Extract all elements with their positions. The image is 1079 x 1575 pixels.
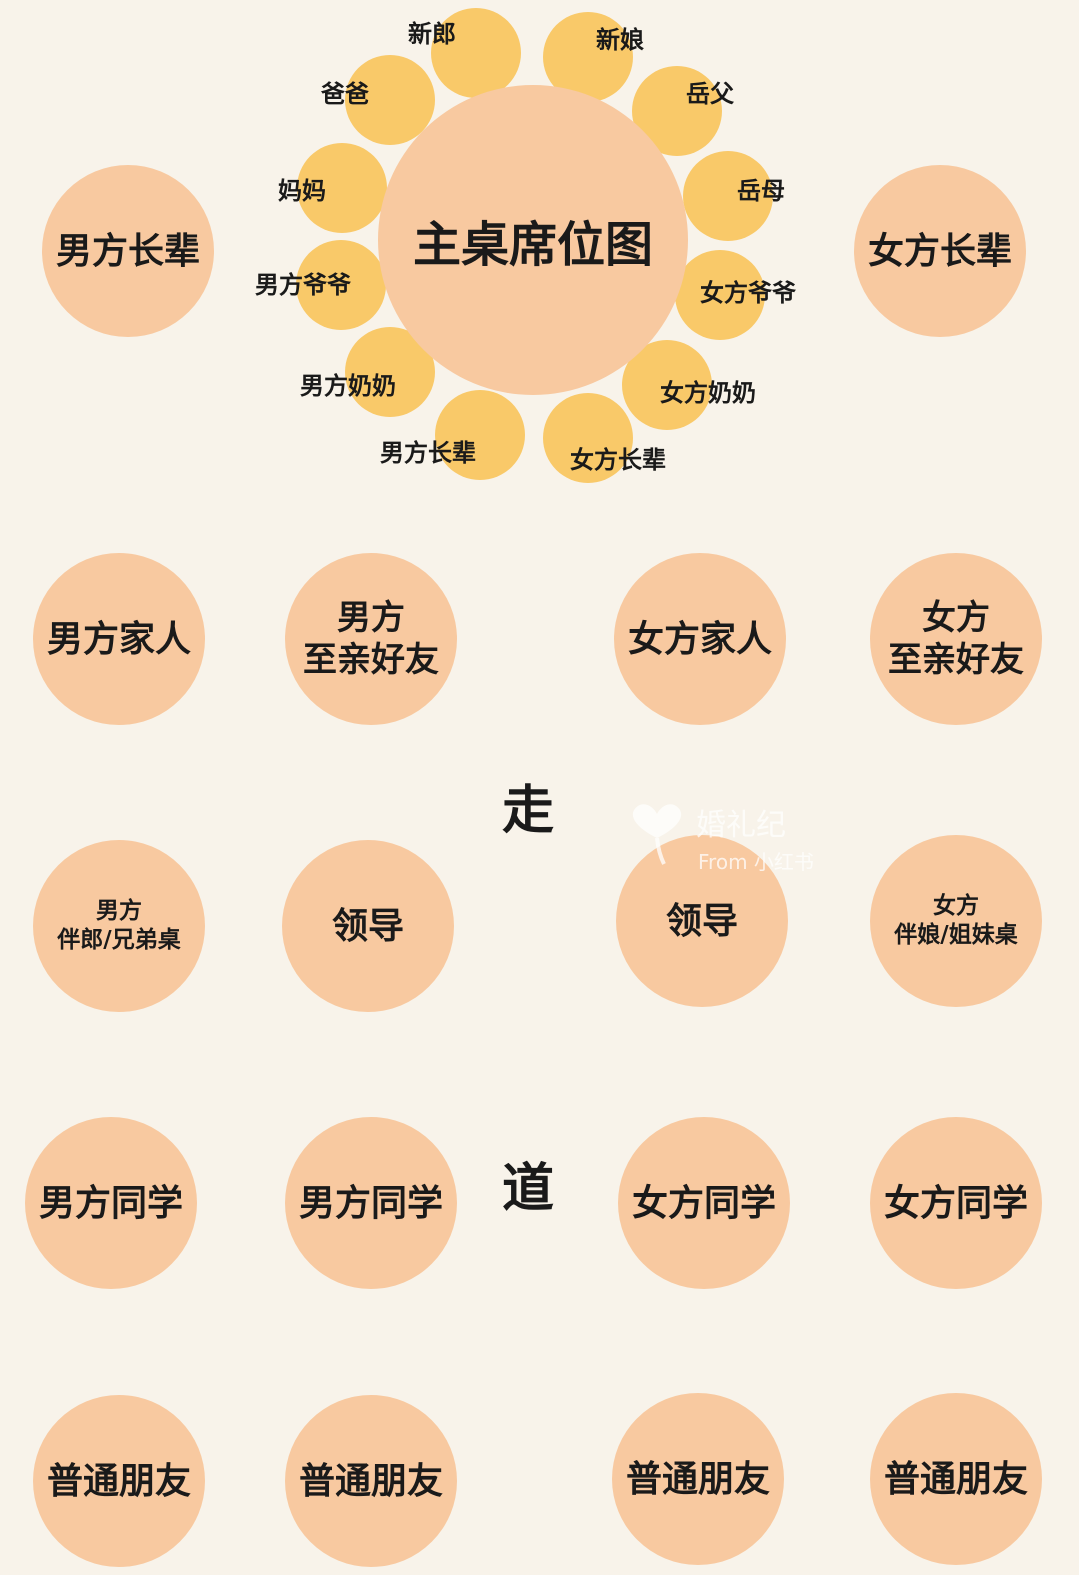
table-label: 男方同学 — [38, 1182, 183, 1224]
seat-circle — [296, 240, 386, 330]
seat-label: 新郎 — [408, 20, 456, 48]
table-label: 男方同学 — [298, 1182, 443, 1224]
table-bride-elders: 女方长辈 — [854, 165, 1026, 337]
table-label: 普通朋友 — [625, 1458, 770, 1500]
table-label: 普通朋友 — [883, 1458, 1028, 1500]
seat-circle — [675, 250, 765, 340]
heart-sprout-icon — [632, 804, 682, 865]
table-groom-elders: 男方长辈 — [42, 165, 214, 337]
table-label: 男方 — [96, 898, 142, 925]
table-label: 伴娘/姐妹桌 — [894, 922, 1018, 948]
seat-label: 男方奶奶 — [300, 372, 396, 400]
table-label: 领导 — [331, 905, 404, 947]
table-ordinary-friends: 普通朋友 — [612, 1393, 784, 1565]
table-label: 领导 — [665, 900, 738, 942]
table-groom-classmates: 男方同学 — [25, 1117, 197, 1289]
seat-label: 爸爸 — [321, 80, 369, 108]
table-groom-family: 男方家人 — [33, 553, 205, 725]
watermark-brand: 婚礼纪 — [696, 808, 786, 843]
table-bride-classmates: 女方同学 — [870, 1117, 1042, 1289]
table-ordinary-friends: 普通朋友 — [285, 1395, 457, 1567]
table-bride-classmates: 女方同学 — [618, 1117, 790, 1289]
table-label: 至亲好友 — [303, 640, 439, 680]
seat-circle — [622, 340, 712, 430]
seat-label: 女方奶奶 — [660, 379, 756, 407]
table-groomsmen: 男方 伴郎/兄弟桌 — [33, 840, 205, 1012]
table-bride-family: 女方家人 — [614, 553, 786, 725]
aisle-label: 道 — [502, 1159, 555, 1219]
table-leaders-left: 领导 — [282, 840, 454, 1012]
table-label: 普通朋友 — [298, 1460, 443, 1502]
seat-label: 女方爷爷 — [700, 279, 796, 307]
seat-label: 男方爷爷 — [255, 271, 351, 299]
table-ordinary-friends: 普通朋友 — [870, 1393, 1042, 1565]
table-label: 女方家人 — [627, 618, 772, 660]
table-groom-classmates: 男方同学 — [285, 1117, 457, 1289]
table-label: 男方长辈 — [55, 230, 200, 272]
table-label: 女方同学 — [631, 1182, 776, 1224]
table-label: 女方 — [933, 893, 979, 920]
table-label: 伴郎/兄弟桌 — [57, 927, 181, 953]
table-groom-close-friends: 男方 至亲好友 — [285, 553, 457, 725]
table-label: 男方家人 — [46, 618, 191, 660]
seat-label: 男方长辈 — [380, 439, 476, 467]
seat-circle — [435, 390, 525, 480]
table-leaders-right: 领导 — [616, 835, 788, 1007]
seat-circle — [683, 151, 773, 241]
seat-label: 妈妈 — [278, 177, 326, 205]
seat-circle — [431, 8, 521, 98]
main-table: 主桌席位图 — [378, 85, 688, 395]
main-table-title: 主桌席位图 — [412, 217, 653, 273]
seat-label: 岳父 — [686, 80, 734, 108]
seat-label: 新娘 — [596, 26, 644, 54]
seat-circle — [345, 55, 435, 145]
table-ordinary-friends: 普通朋友 — [33, 1395, 205, 1567]
seat-circle — [297, 143, 387, 233]
table-label: 女方长辈 — [867, 230, 1012, 272]
table-label: 女方 — [922, 597, 990, 638]
seat-circle — [543, 393, 633, 483]
table-label: 男方 — [337, 597, 405, 638]
table-bridesmaids: 女方 伴娘/姐妹桌 — [870, 835, 1042, 1007]
table-bride-close-friends: 女方 至亲好友 — [870, 553, 1042, 725]
seat-label: 女方长辈 — [570, 446, 666, 474]
table-label: 普通朋友 — [46, 1460, 191, 1502]
table-label: 女方同学 — [883, 1182, 1028, 1224]
table-label: 至亲好友 — [888, 640, 1024, 680]
seat-label: 岳母 — [737, 177, 785, 205]
watermark: 婚礼纪 From 小红书 — [624, 796, 854, 876]
watermark-source: From 小红书 — [698, 850, 814, 874]
aisle-label: 走 — [502, 781, 555, 841]
